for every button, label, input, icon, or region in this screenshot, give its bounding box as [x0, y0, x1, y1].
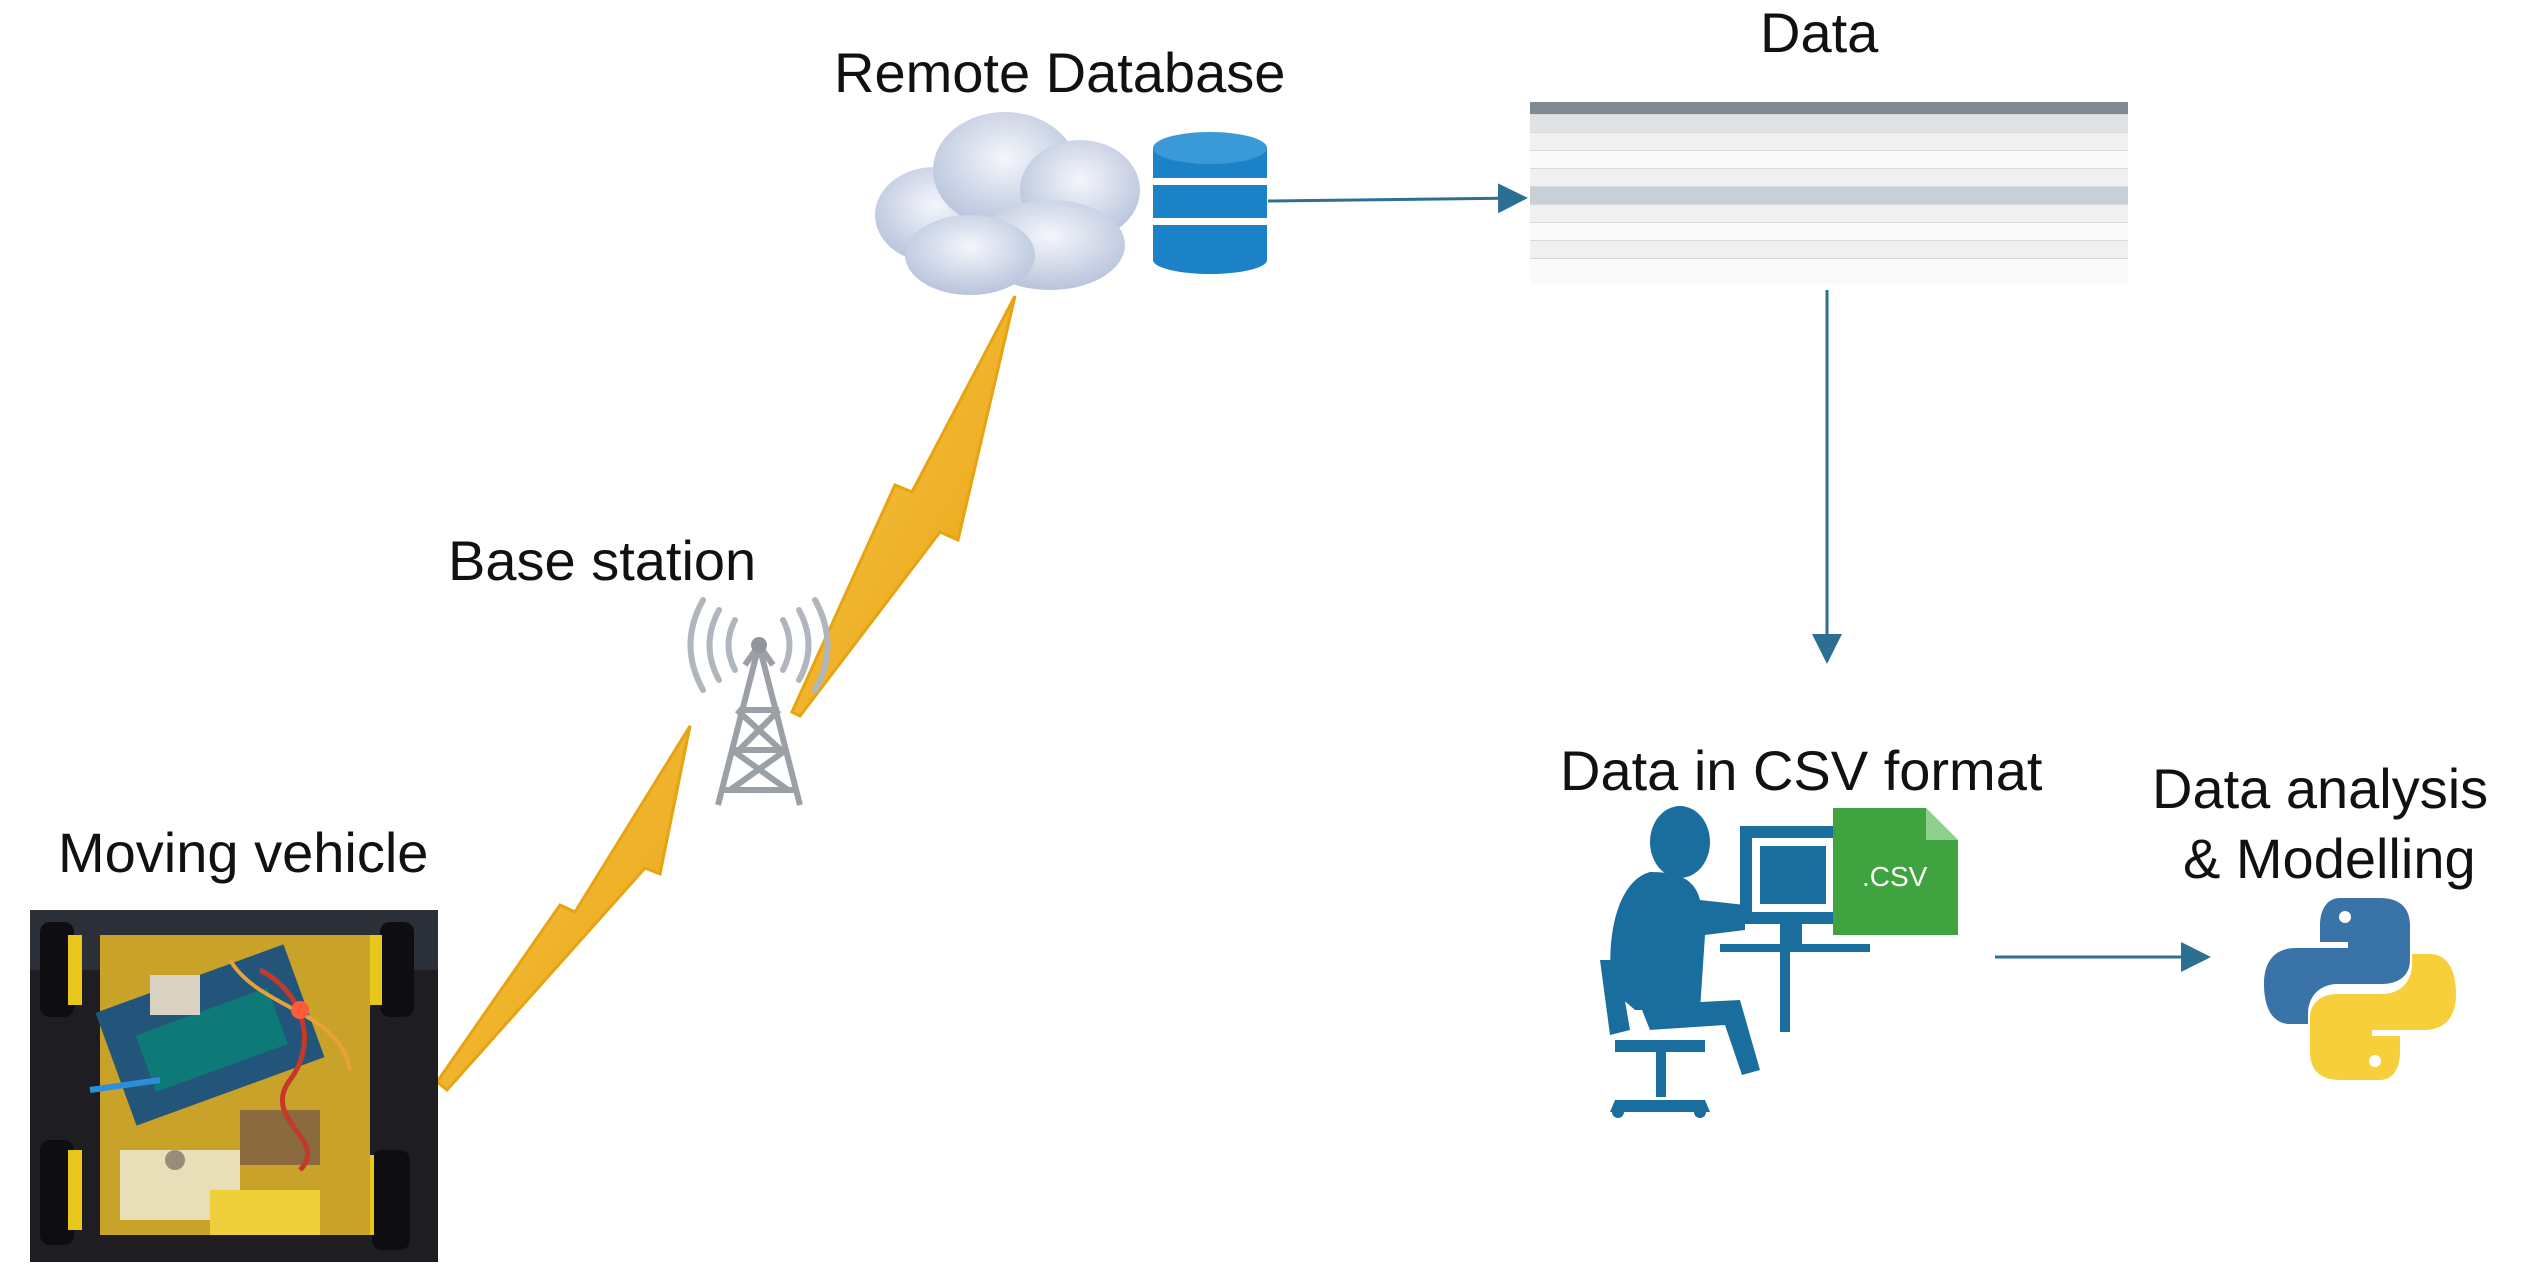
database-icon: [1153, 132, 1267, 274]
data-table-thumbnail: [1530, 102, 2128, 284]
csv-file-label: .CSV: [1862, 861, 1928, 892]
data-label: Data: [1760, 1, 1879, 64]
lightning-bolt-icon: [790, 295, 1017, 718]
csv-file-icon: [1833, 808, 1958, 935]
moving-vehicle-label: Moving vehicle: [58, 821, 429, 884]
analysis-label-line2: & Modelling: [2183, 827, 2476, 890]
data-table: [1530, 102, 2128, 259]
base-station-label: Base station: [448, 529, 757, 592]
analysis-label-line1: Data analysis: [2152, 757, 2489, 820]
arrow-db-to-data: [1267, 183, 1528, 214]
person-at-computer-icon: [1600, 806, 1870, 1118]
lightning-bolt-icon: [434, 725, 692, 1093]
antenna-tower-icon: [687, 597, 831, 806]
csv-format-label: Data in CSV format: [1560, 739, 2043, 802]
remote-database-label: Remote Database: [834, 41, 1286, 104]
python-logo-icon: [2264, 898, 2456, 1080]
cloud-icon: [875, 112, 1140, 295]
robot-vehicle-photo: [30, 910, 438, 1262]
